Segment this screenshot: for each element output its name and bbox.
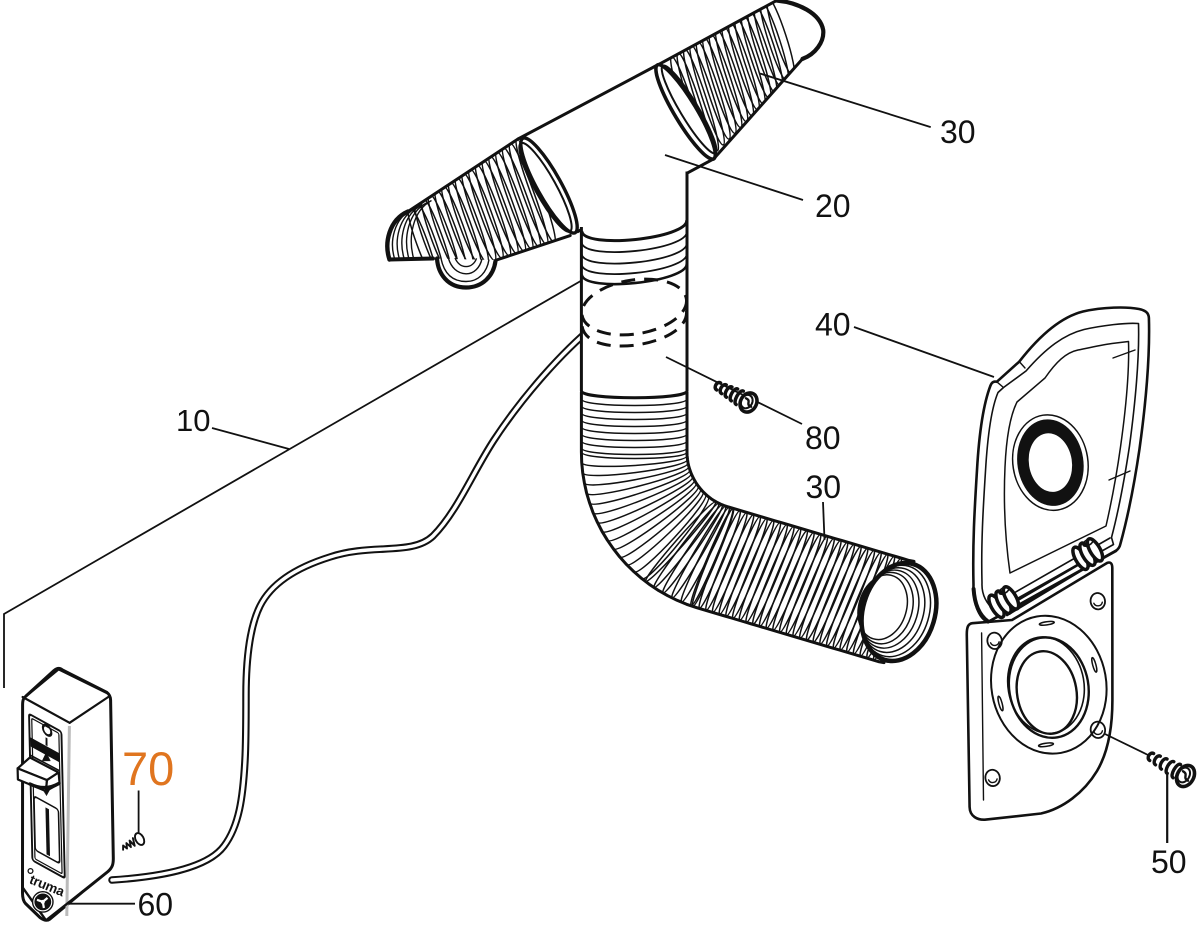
svg-text:80: 80 bbox=[805, 420, 841, 456]
svg-text:70: 70 bbox=[122, 742, 174, 795]
svg-text:30: 30 bbox=[806, 469, 842, 505]
svg-text:40: 40 bbox=[815, 307, 851, 343]
svg-text:50: 50 bbox=[1151, 844, 1187, 880]
svg-text:30: 30 bbox=[940, 114, 976, 150]
svg-text:60: 60 bbox=[138, 887, 174, 923]
svg-text:20: 20 bbox=[815, 188, 851, 224]
svg-text:10: 10 bbox=[176, 403, 210, 438]
